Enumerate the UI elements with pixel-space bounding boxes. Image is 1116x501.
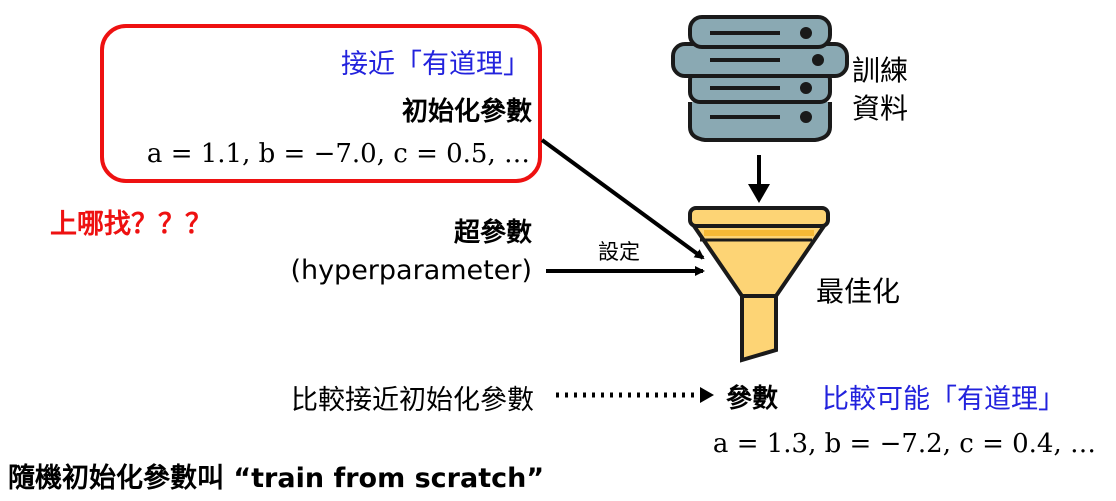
dotted-arrow-compare xyxy=(556,387,714,403)
init-values: a = 1.1, b = −7.0, c = 0.5, … xyxy=(146,139,530,169)
where-label: 上哪找？？？ xyxy=(50,209,212,240)
hyper-title: 超參數 xyxy=(453,218,532,248)
hyper-arrow-label: 設定 xyxy=(598,240,640,264)
footer-note: 隨機初始化參數叫 “train from scratch” xyxy=(8,463,545,494)
result-values: a = 1.3, b = −7.2, c = 0.4, … xyxy=(712,429,1096,459)
init-note: 接近「有道理」 xyxy=(341,49,530,80)
data-label: 訓練 資料 xyxy=(852,52,908,128)
result-title: 參數 xyxy=(726,384,779,414)
data-label-line2: 資料 xyxy=(852,92,909,125)
init-params-box xyxy=(100,24,542,183)
compare-left-label: 比較接近初始化參數 xyxy=(291,385,534,416)
database-icon xyxy=(671,15,849,142)
compare-right-label: 比較可能「有道理」 xyxy=(822,384,1065,415)
arrow-data-to-funnel xyxy=(748,155,770,203)
arrow-init-to-funnel xyxy=(540,138,705,260)
init-title: 初始化參數 xyxy=(401,97,532,127)
optimize-label: 最佳化 xyxy=(816,275,901,308)
funnel-icon xyxy=(688,206,830,363)
data-label-line1: 訓練 xyxy=(852,54,909,87)
hyper-subtitle: (hyperparameter) xyxy=(290,255,532,286)
